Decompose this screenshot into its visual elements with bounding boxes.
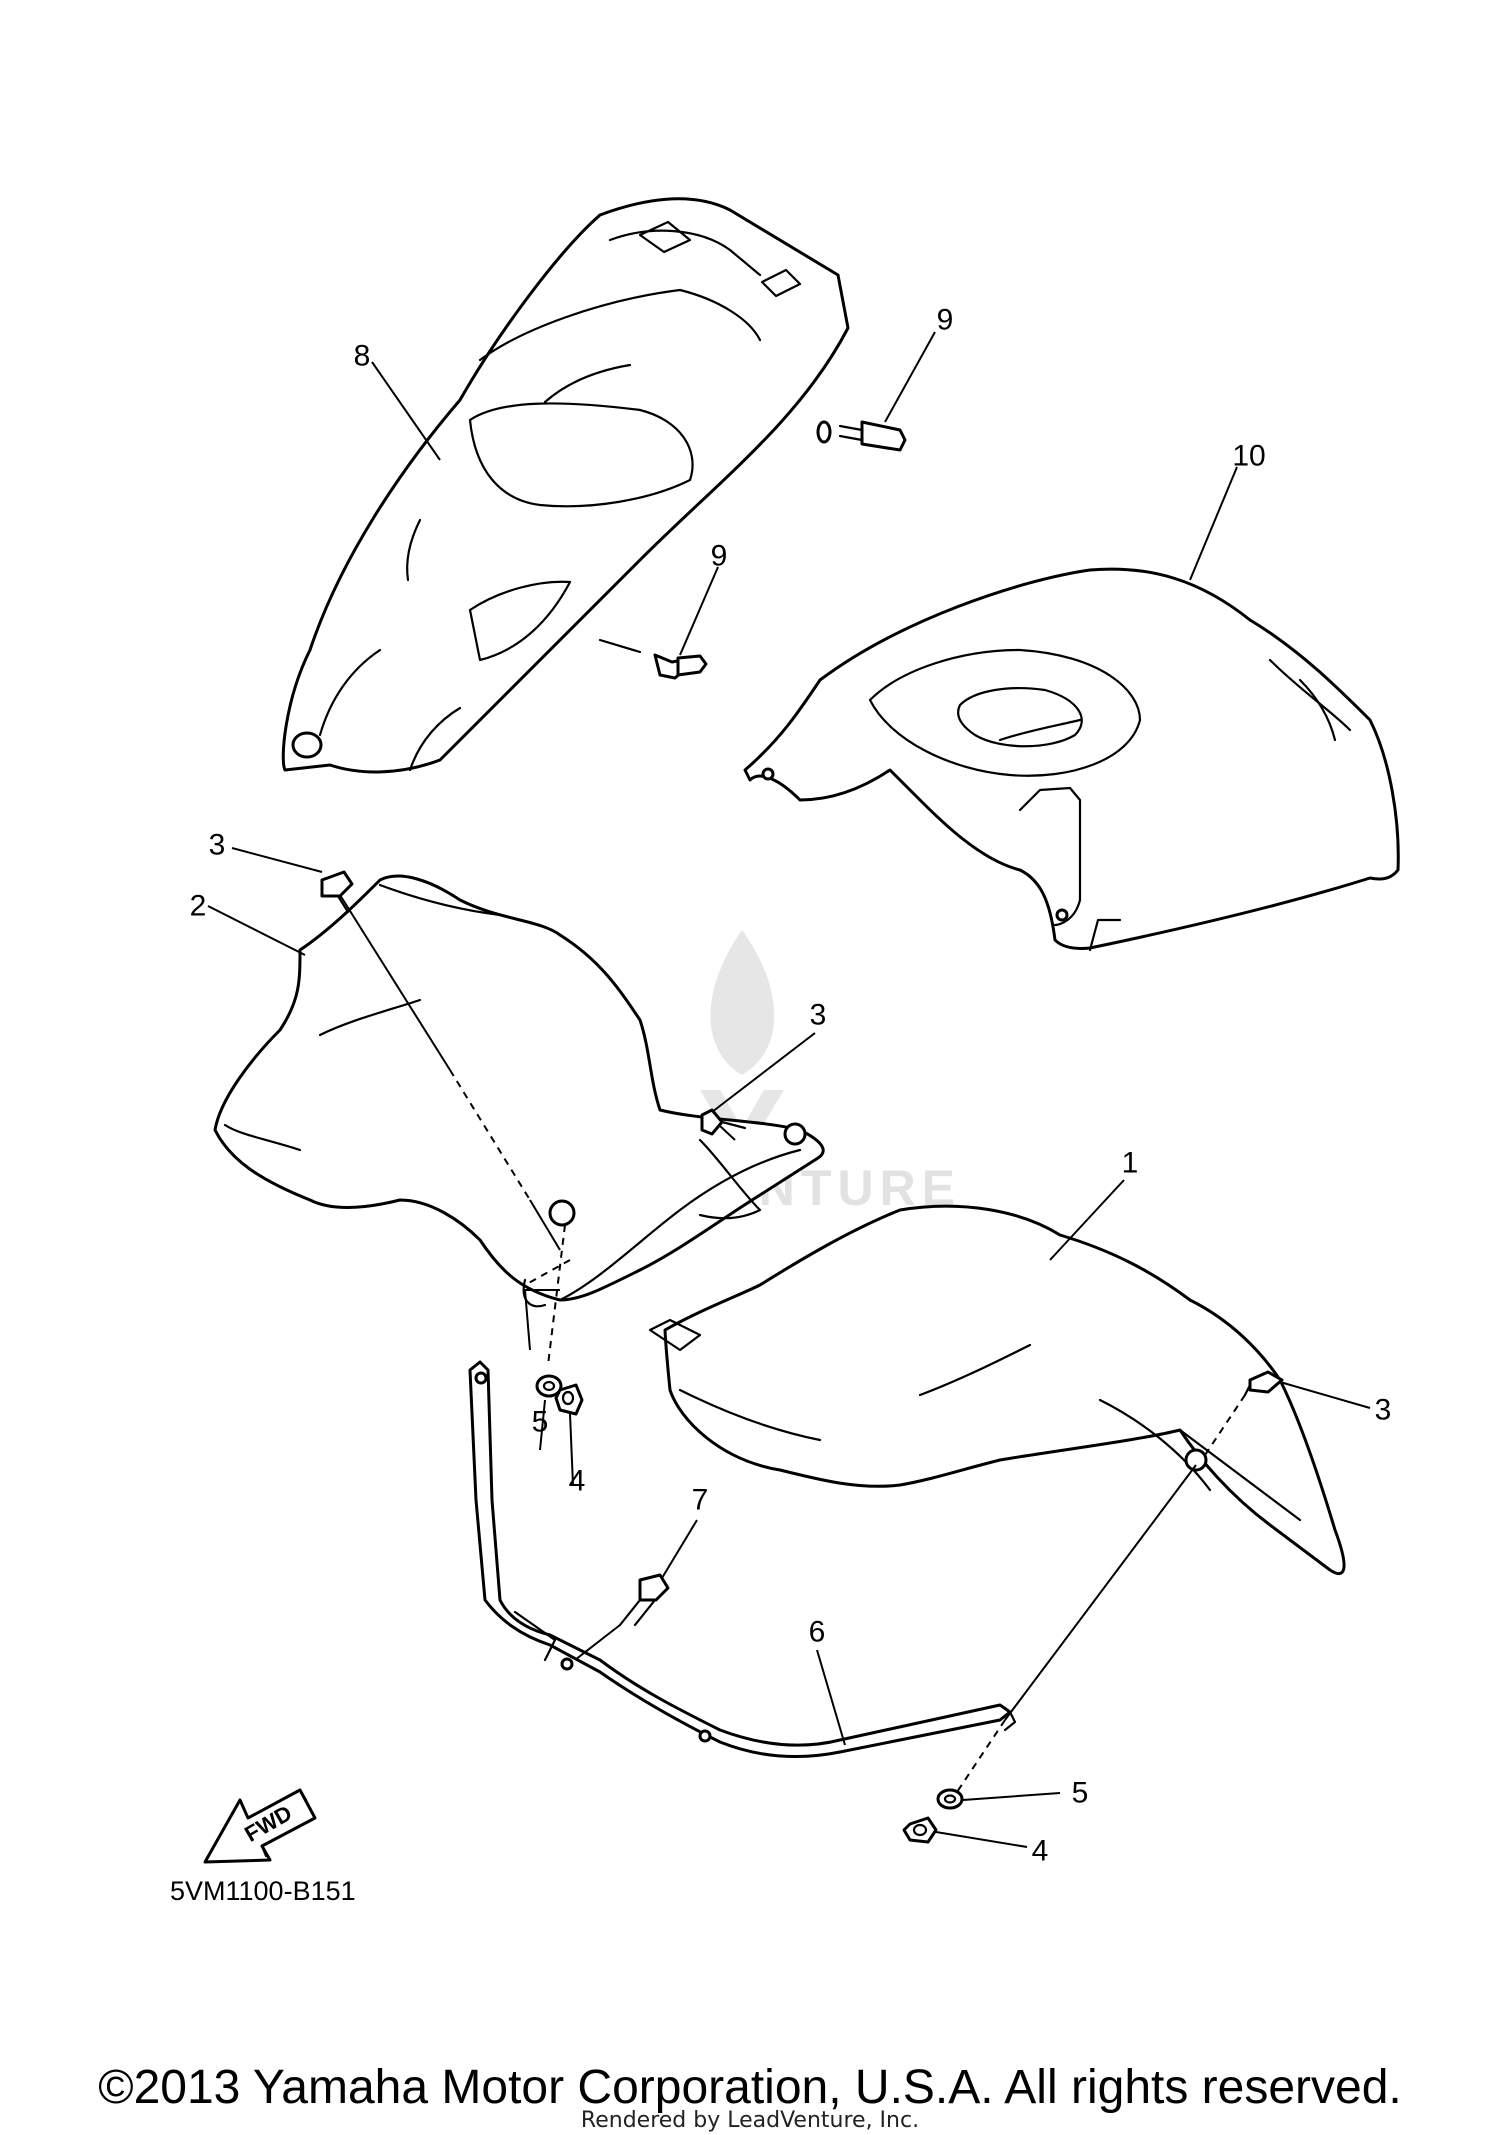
callout-5-right: 5 [1072, 1777, 1089, 1810]
callout-3-right: 3 [1375, 1394, 1392, 1427]
callout-labels: 8 9 10 9 3 2 3 1 5 4 3 7 6 5 4 [190, 304, 1392, 1868]
nut-4-right [902, 1816, 938, 1844]
callout-1: 1 [1122, 1147, 1139, 1180]
washer-5-right [936, 1788, 964, 1810]
callout-8: 8 [354, 340, 371, 373]
screw-9-upper [816, 420, 907, 452]
callout-9-upper: 9 [937, 304, 954, 337]
screw-9-lower [598, 638, 708, 680]
part-8-front-top-cover [281, 197, 850, 774]
assembly-lines [339, 894, 1246, 1796]
washer-5-left [535, 1374, 563, 1398]
callout-10: 10 [1232, 440, 1265, 473]
callout-leaders [207, 331, 1371, 1848]
nut-4-left [554, 1383, 584, 1416]
screw-3-right [1243, 1370, 1284, 1397]
callout-3-left: 3 [209, 829, 226, 862]
callout-7: 7 [692, 1484, 709, 1517]
callout-4-right: 4 [1032, 1835, 1049, 1868]
callout-2: 2 [190, 890, 207, 923]
render-credit: Rendered by LeadVenture, Inc. [580, 2108, 920, 2133]
drawing-code: 5VM1100-B151 [170, 1876, 356, 1906]
callout-3-middle: 3 [810, 999, 827, 1032]
copyright-notice: ©2013 Yamaha Motor Corporation, U.S.A. A… [98, 2061, 1402, 2114]
part-1-right-front-fender [648, 1204, 1346, 1576]
fasteners [320, 420, 1284, 1844]
part-10-rear-cover [743, 567, 1400, 952]
screw-7 [618, 1573, 670, 1627]
fwd-arrow-icon: FWD [203, 1788, 317, 1864]
callout-5-left: 5 [532, 1406, 549, 1439]
screw-3-left [320, 870, 354, 914]
part-2-left-front-fender [213, 874, 825, 1308]
callout-6: 6 [809, 1616, 826, 1649]
screw-3-middle [700, 1108, 747, 1136]
callout-9-lower: 9 [711, 540, 728, 573]
callout-4-left: 4 [569, 1465, 586, 1498]
part-6-stay-bracket [468, 1360, 1017, 1759]
